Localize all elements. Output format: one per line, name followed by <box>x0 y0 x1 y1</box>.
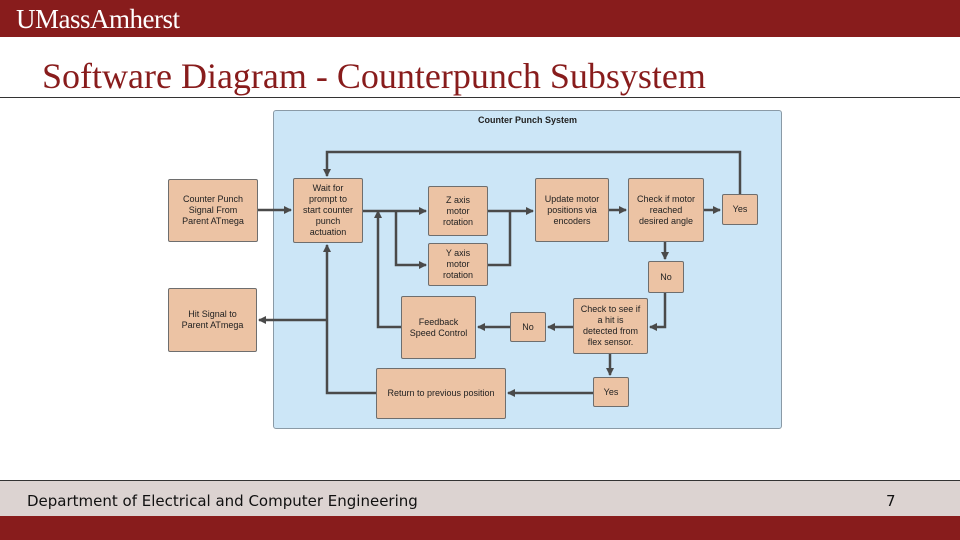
node-check-hit-label: Check to see if a hit is detected from f… <box>580 304 641 347</box>
footer-divider <box>0 480 960 481</box>
node-return-label: Return to previous position <box>387 388 495 398</box>
node-no-right: No <box>648 261 684 293</box>
node-no-mid: No <box>510 312 546 342</box>
node-yes-bottom: Yes <box>593 377 629 407</box>
panel-title: Counter Punch System <box>477 115 578 125</box>
node-wait: Wait for prompt to start counter punch a… <box>293 178 363 243</box>
node-return: Return to previous position <box>376 368 506 419</box>
umass-logo: UMassAmherst <box>16 4 180 34</box>
node-feedback-label: Feedback Speed Control <box>409 316 468 338</box>
node-y-axis: Y axis motor rotation <box>428 243 488 286</box>
node-z-axis-label: Z axis motor rotation <box>442 194 474 227</box>
node-feedback: Feedback Speed Control <box>401 296 476 359</box>
page-number: 7 <box>886 492 896 510</box>
node-no-right-label: No <box>660 271 672 282</box>
footer-bar: Department of Electrical and Computer En… <box>0 481 960 516</box>
header-bar: UMassAmherst <box>0 0 960 37</box>
node-check-angle-label: Check if motor reached desired angle <box>636 193 696 226</box>
node-wait-label: Wait for prompt to start counter punch a… <box>302 183 354 237</box>
department-name: Department of Electrical and Computer En… <box>27 492 418 510</box>
node-signal-in-label: Counter Punch Signal From Parent ATmega <box>182 194 244 226</box>
node-check-angle: Check if motor reached desired angle <box>628 178 704 242</box>
node-y-axis-label: Y axis motor rotation <box>442 248 474 280</box>
slide-title: Software Diagram - Counterpunch Subsyste… <box>42 56 706 96</box>
node-yes-top-label: Yes <box>732 204 748 214</box>
node-no-mid-label: No <box>522 321 534 332</box>
diagram-panel: Counter Punch System <box>273 110 782 429</box>
node-yes-bottom-label: Yes <box>603 386 619 397</box>
node-hit-out: Hit Signal to Parent ATmega <box>168 288 257 352</box>
node-check-hit: Check to see if a hit is detected from f… <box>573 298 648 354</box>
title-divider <box>0 97 960 98</box>
bottom-brand-bar <box>0 516 960 540</box>
node-yes-top: Yes <box>722 194 758 225</box>
node-signal-in: Counter Punch Signal From Parent ATmega <box>168 179 258 242</box>
node-update-label: Update motor positions via encoders <box>544 193 600 226</box>
node-hit-out-label: Hit Signal to Parent ATmega <box>181 309 244 330</box>
node-update: Update motor positions via encoders <box>535 178 609 242</box>
node-z-axis: Z axis motor rotation <box>428 186 488 236</box>
